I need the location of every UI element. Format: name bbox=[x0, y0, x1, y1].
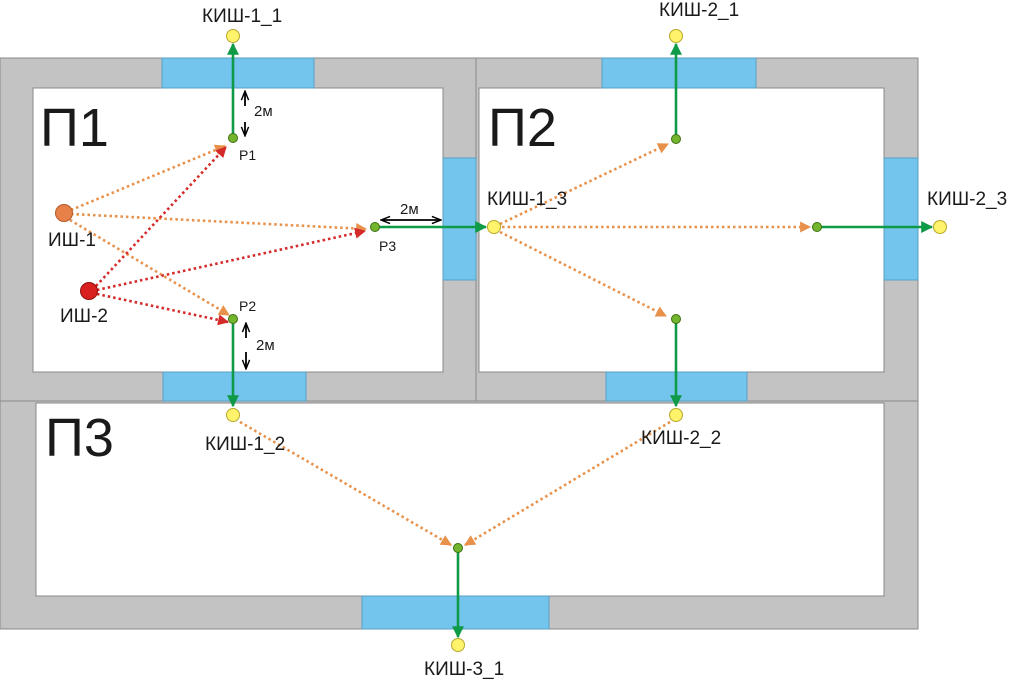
output-kish13-label: КИШ-1_3 bbox=[487, 189, 567, 210]
path-ish2-p3 bbox=[96, 227, 367, 292]
points bbox=[228, 133, 822, 553]
point-p1 bbox=[228, 133, 238, 143]
point-label-p3: Р3 bbox=[379, 238, 396, 254]
path-ish1-p1 bbox=[70, 144, 227, 212]
opening-p1-top bbox=[161, 57, 315, 89]
dimension-label-2: 2м bbox=[256, 337, 275, 354]
opening-p1-p2 bbox=[442, 157, 477, 281]
outputs bbox=[226, 29, 947, 652]
path-kish22-p3 bbox=[464, 420, 671, 547]
path-kish12-p3 bbox=[239, 420, 452, 547]
opening-p2-top bbox=[601, 57, 757, 89]
output-kish22-label: КИШ-2_2 bbox=[641, 428, 721, 449]
output-kish23-marker bbox=[933, 220, 947, 234]
source-ish1-label: ИШ-1 bbox=[48, 230, 96, 251]
green-arrows bbox=[227, 42, 934, 639]
room-labels: П1 П2 П3 bbox=[40, 98, 557, 468]
sources: ИШ-1 ИШ-2 bbox=[48, 204, 108, 327]
path-ish2-p2 bbox=[96, 292, 230, 326]
path-ish1-p2 bbox=[69, 218, 230, 317]
point-label-p2: Р2 bbox=[239, 298, 256, 314]
output-kish21-marker bbox=[669, 29, 683, 43]
point-p3-center bbox=[453, 543, 463, 553]
opening-p1-p3 bbox=[162, 371, 307, 402]
path-kish13-p2down bbox=[499, 230, 667, 318]
dimension-label-3: 2м bbox=[400, 201, 419, 218]
point-p3 bbox=[370, 222, 380, 232]
path-ish1-p3 bbox=[70, 212, 368, 234]
output-kish13-marker bbox=[487, 220, 501, 234]
output-kish31-marker bbox=[451, 638, 465, 652]
red-paths bbox=[95, 146, 367, 326]
output-kish11-label: КИШ-1_1 bbox=[202, 6, 282, 27]
source-ish2-marker bbox=[80, 282, 98, 300]
room-label-p1: П1 bbox=[40, 98, 109, 158]
output-kish12-label: КИШ-1_2 bbox=[205, 434, 285, 455]
room-label-p2: П2 bbox=[488, 98, 557, 158]
output-kish23-label: КИШ-2_3 bbox=[927, 189, 1007, 210]
output-kish12-marker bbox=[226, 408, 240, 422]
path-ish2-p1 bbox=[95, 146, 227, 287]
point-p2 bbox=[228, 314, 238, 324]
point-label-p1: Р1 bbox=[239, 147, 256, 163]
output-kish11-marker bbox=[226, 29, 240, 43]
path-kish13-p2up bbox=[499, 142, 669, 226]
output-kish31-label: КИШ-3_1 bbox=[424, 659, 504, 680]
orange-paths bbox=[69, 142, 812, 547]
room-label-p3: П3 bbox=[45, 408, 114, 468]
source-ish1-marker bbox=[55, 204, 73, 222]
output-kish22-marker bbox=[669, 408, 683, 422]
dimension-markers bbox=[245, 92, 440, 368]
dimension-label-1: 2м bbox=[254, 103, 273, 120]
point-p2-upper bbox=[671, 134, 681, 144]
opening-p2-right bbox=[883, 157, 919, 281]
opening-p3-bottom bbox=[361, 595, 550, 630]
point-p2-right bbox=[812, 222, 822, 232]
source-ish2-label: ИШ-2 bbox=[60, 306, 108, 327]
point-p2-lower bbox=[671, 314, 681, 324]
output-kish21-label: КИШ-2_1 bbox=[659, 0, 739, 21]
